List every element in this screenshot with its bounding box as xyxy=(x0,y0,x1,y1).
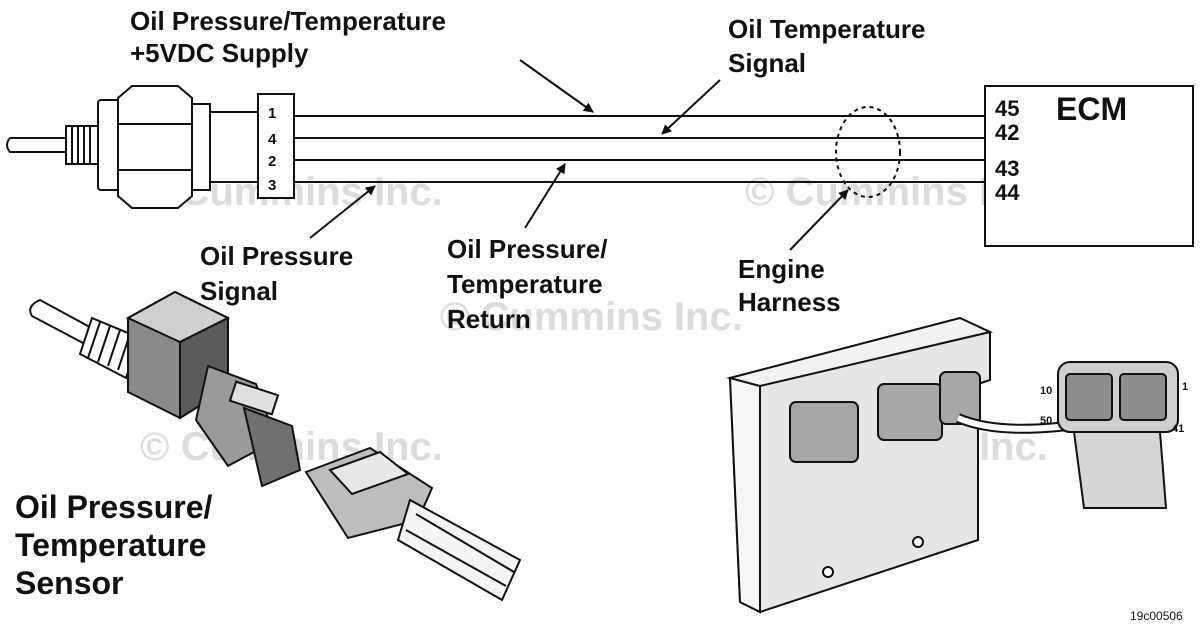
sensor-illustration xyxy=(29,290,522,602)
ecm-box xyxy=(984,85,1194,247)
return-label: Oil Pressure/ xyxy=(447,234,607,264)
arrow-harness xyxy=(789,189,849,251)
callout-arrows xyxy=(309,59,849,251)
ecm-connector-1 xyxy=(789,401,859,463)
sensor-washer xyxy=(97,99,121,191)
harness-cable xyxy=(396,498,522,602)
ecm-label: ECM xyxy=(1056,91,1127,127)
return-label: Temperature xyxy=(447,269,603,299)
ecm-bolt xyxy=(912,536,924,548)
sensor-title: Sensor xyxy=(15,565,123,601)
harness-label: Harness xyxy=(738,287,841,317)
watermark-text: © Cummins Inc. xyxy=(440,295,743,339)
ecm-illustration xyxy=(726,316,1179,614)
temp-signal-label: Oil Temperature xyxy=(728,14,925,44)
return-label: Return xyxy=(447,304,531,334)
supply-label: Oil Pressure/Temperature xyxy=(130,6,446,36)
sensor-probe xyxy=(6,137,69,153)
sensor-housing xyxy=(209,111,259,183)
sensor-thread xyxy=(65,125,99,165)
ecm-connector-2 xyxy=(877,383,943,441)
ecm-bolt xyxy=(822,566,834,578)
temp-signal-label: Signal xyxy=(728,48,806,78)
connector-pin-label: 10 xyxy=(1040,385,1052,397)
arrow-pressure-signal xyxy=(309,185,376,239)
sensor-latch xyxy=(228,380,280,416)
sensor-connector xyxy=(257,93,295,199)
connector-pin-label: 50 xyxy=(1040,415,1052,427)
ecm-pin-label: 44 xyxy=(995,180,1020,205)
sensor-pin-labels: 1 4 2 3 xyxy=(268,105,277,194)
ecm-pin-label: 45 xyxy=(995,96,1019,121)
sensor-threads xyxy=(78,316,142,380)
connector-pin-label: 41 xyxy=(1172,423,1184,435)
ecm-pin-label: 43 xyxy=(995,156,1019,181)
arrow-temp-signal xyxy=(661,79,721,135)
sensor-pin-label: 1 xyxy=(268,105,276,122)
sensor-pin-label: 3 xyxy=(268,177,276,194)
supply-label: +5VDC Supply xyxy=(130,38,309,68)
wire-harness xyxy=(294,115,985,183)
sensor-pin-label: 4 xyxy=(268,131,277,148)
pressure-signal-label: Signal xyxy=(200,276,278,306)
ecm-pin-labels: 45 42 43 44 xyxy=(995,96,1020,205)
harness-bundle xyxy=(1072,431,1168,509)
sensor-title: Oil Pressure/ xyxy=(15,489,213,525)
engine-harness-marker xyxy=(835,106,901,198)
sensor-schematic xyxy=(6,85,295,209)
connector-pin-labels: 10 50 1 41 xyxy=(1040,381,1188,435)
sensor-collar xyxy=(191,103,211,191)
harness-label: Engine xyxy=(738,254,825,284)
figure-id: 19c00506 xyxy=(1130,609,1183,623)
arrow-return xyxy=(524,163,566,229)
pressure-signal-label: Oil Pressure xyxy=(200,241,353,271)
ecm-pin-label: 42 xyxy=(995,120,1019,145)
sensor-hex-body xyxy=(117,85,193,209)
arrow-supply xyxy=(519,59,594,113)
sensor-pin-label: 2 xyxy=(268,153,276,170)
connector-pin-label: 1 xyxy=(1182,381,1188,393)
sensor-title: Temperature xyxy=(15,527,206,563)
